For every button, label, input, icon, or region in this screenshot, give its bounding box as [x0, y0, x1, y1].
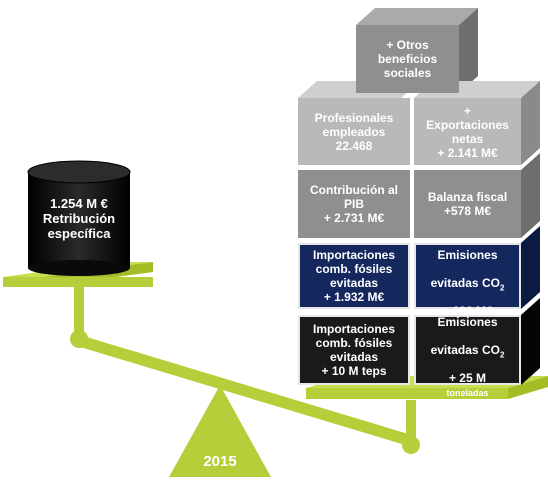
- balance-beam: [80, 335, 415, 448]
- box-balanza-fiscal: Balanza fiscal +578 M€: [414, 170, 521, 238]
- box-importaciones-teps-text: Importaciones comb. fósiles evitadas + 1…: [312, 322, 396, 378]
- box-exportaciones: + Exportaciones netas + 2.141 M€: [414, 98, 521, 165]
- cube-side-face: [459, 8, 478, 93]
- box-balanza-fiscal-text: Balanza fiscal +578 M€: [427, 190, 508, 218]
- right-hanger-rod: [406, 400, 416, 445]
- co2-subscript: 2: [499, 283, 505, 293]
- box-importaciones-eur: Importaciones comb. fósiles evitadas + 1…: [298, 243, 410, 309]
- box-emisiones-eur: Emisiones evitadas CO2 + 190 M€: [414, 243, 521, 318]
- emisiones-eur-line1: Emisiones: [437, 248, 498, 262]
- cube-side-face: [521, 153, 540, 238]
- box-importaciones-teps: Importaciones comb. fósiles evitadas + 1…: [298, 315, 410, 385]
- right-joint: [402, 436, 420, 454]
- retribucion-label: 1.254 M € Retribución específica: [42, 196, 116, 241]
- emisiones-eur-line3: + 190 M€: [442, 304, 493, 318]
- co2-subscript: 2: [499, 349, 505, 359]
- cube-side-face: [521, 298, 540, 385]
- box-emisiones-eur-text: Emisiones evitadas CO2 + 190 M€: [431, 234, 505, 318]
- emisiones-eur-line2: evitadas CO: [430, 276, 500, 290]
- year-label: 2015: [203, 453, 237, 470]
- right-pan-side: [508, 376, 548, 399]
- cube-side-face: [521, 81, 540, 165]
- drum-top: [27, 160, 131, 184]
- box-profesionales-text: Profesionales empleados 22.468: [314, 110, 394, 153]
- box-emisiones-toneladas-text: Emisiones evitadas CO2 + 25 M toneladas: [431, 301, 505, 400]
- box-contribucion-pib-text: Contribución al PIB + 2.731 M€: [310, 183, 398, 225]
- left-hanger-rod: [74, 285, 84, 337]
- emisiones-ton-unit: toneladas: [446, 387, 489, 398]
- emisiones-ton-line1: Emisiones: [437, 314, 498, 329]
- left-joint: [70, 330, 88, 348]
- box-exportaciones-text: + Exportaciones netas + 2.141 M€: [426, 103, 509, 160]
- emisiones-ton-line2: evitadas CO: [430, 342, 500, 357]
- fulcrum-triangle: [169, 385, 271, 477]
- box-otros-beneficios-text: + Otros beneficios sociales: [377, 38, 438, 80]
- box-otros-beneficios: + Otros beneficios sociales: [356, 25, 459, 93]
- drum-bottom: [28, 260, 130, 276]
- emisiones-ton-line3: + 25 M: [448, 370, 486, 385]
- box-importaciones-eur-text: Importaciones comb. fósiles evitadas + 1…: [312, 248, 396, 304]
- cube-side-face: [521, 226, 540, 309]
- drum-body: [28, 172, 130, 268]
- right-pan-front: [306, 388, 508, 399]
- box-profesionales: Profesionales empleados 22.468: [298, 98, 410, 165]
- box-emisiones-toneladas: Emisiones evitadas CO2 + 25 M toneladas: [414, 315, 521, 398]
- cube-top-face: [356, 8, 478, 25]
- left-pan-edge: [3, 277, 153, 287]
- box-contribucion-pib: Contribución al PIB + 2.731 M€: [298, 170, 410, 238]
